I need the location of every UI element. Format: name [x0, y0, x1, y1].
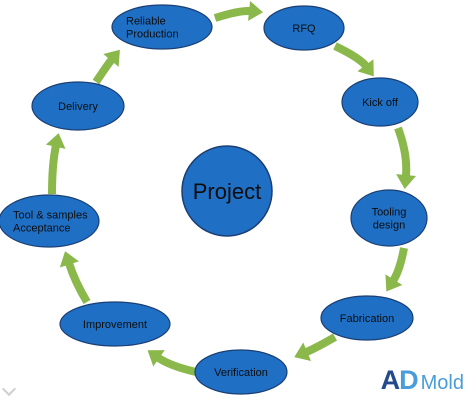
ad-mold-logo: AD Mold	[381, 365, 464, 396]
project-center-circle	[181, 145, 273, 237]
stage-label-verification-line-1: Verification	[214, 367, 268, 379]
stage-ellipse-rfq	[263, 5, 345, 51]
stage-label-reliable-production-line-1: Reliable	[126, 16, 166, 28]
stage-ellipse-kick-off	[341, 77, 419, 127]
flow-arrowhead-2	[357, 59, 374, 77]
flow-arrow-4	[389, 247, 408, 284]
flow-arrow-3	[394, 126, 411, 178]
logo-ad-mark: AD	[380, 365, 419, 396]
stage-ellipse-reliable-production	[111, 4, 213, 50]
stage-improvement: Improvement	[59, 301, 171, 347]
flow-arrowhead-3	[396, 174, 417, 189]
stage-kick-off: Kick off	[341, 77, 419, 127]
stage-label-improvement-line-1: Improvement	[83, 319, 147, 331]
stage-label-fabrication-line-1: Fabrication	[340, 313, 394, 325]
flow-arrow-8	[48, 144, 60, 195]
stage-label-tooling-design-line-2: design	[373, 220, 405, 232]
flow-arrowhead-8	[45, 133, 66, 149]
project-center-label: Project	[193, 179, 261, 204]
stage-ellipse-tooling-design	[350, 189, 428, 247]
stage-label-delivery-line-1: Delivery	[58, 101, 98, 113]
flow-arrow-6	[155, 354, 197, 376]
flow-arrow-2	[333, 42, 370, 70]
logo-letter-a: A	[380, 365, 400, 395]
stage-ellipse-fabrication	[320, 295, 414, 341]
flow-arrow-7	[65, 261, 91, 305]
logo-letter-d: D	[399, 365, 418, 395]
stage-label-kick-off-line-1: Kick off	[362, 97, 399, 109]
cycle-arrows	[45, 0, 417, 376]
stage-ellipse-delivery	[31, 81, 125, 131]
flow-arrowhead-9	[103, 49, 120, 67]
center-group: Project	[181, 145, 273, 237]
flow-arrowhead-1	[248, 0, 263, 21]
stage-delivery: Delivery	[31, 81, 125, 131]
stage-ellipse-improvement	[59, 301, 171, 347]
stage-ellipse-verification	[194, 349, 288, 395]
stage-label-reliable-production-line-2: Production	[126, 29, 179, 41]
stage-label-tooling-design-line-1: Tooling	[372, 207, 407, 219]
stage-label-tool-samples-acceptance-line-2: Acceptance	[13, 223, 70, 235]
flow-arrow-9	[92, 56, 116, 85]
stage-label-tool-samples-acceptance-line-1: Tool & samples	[13, 210, 88, 222]
stage-verification: Verification	[194, 349, 288, 395]
stage-fabrication: Fabrication	[320, 295, 414, 341]
stage-rfq: RFQ	[263, 5, 345, 51]
logo-mold-text: Mold	[420, 372, 464, 394]
flow-arrow-1	[213, 6, 252, 22]
stage-ellipse-tool-samples-acceptance	[0, 194, 100, 248]
flow-arrowhead-7	[59, 251, 79, 268]
flow-arrowhead-4	[385, 274, 403, 292]
flow-arrowhead-5	[294, 342, 312, 361]
flow-arrowhead-6	[147, 350, 165, 367]
flow-arrow-5	[304, 333, 338, 357]
stage-label-rfq-line-1: RFQ	[292, 23, 316, 35]
